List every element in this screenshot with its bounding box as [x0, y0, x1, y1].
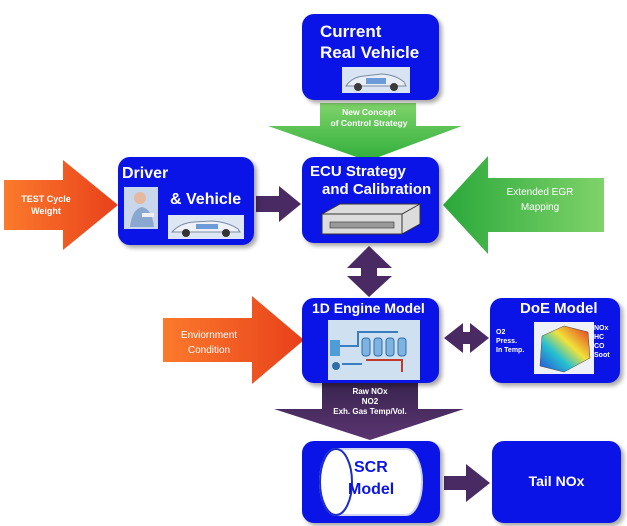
- doe-output-hc: HC: [594, 334, 605, 341]
- extended-egr-arrow: [443, 156, 604, 254]
- extended-egr-line1: Extended EGR: [506, 187, 574, 198]
- engine-model-box: 1D Engine Model: [302, 298, 439, 383]
- driver-title: Driver: [122, 165, 169, 182]
- test-cycle-arrow: [4, 160, 118, 250]
- current-vehicle-subtitle: Real Vehicle: [320, 43, 420, 62]
- doe-model-box: DoE Model O2 Press. In Temp. NOx HC CO S…: [490, 298, 620, 383]
- doe-output-nox: NOx: [594, 325, 609, 332]
- ecu-engine-double-arrow: [347, 246, 392, 297]
- ecu-title: ECU Strategy: [310, 163, 406, 180]
- test-cycle-label: TEST Cycle Weight: [6, 193, 86, 217]
- environment-line1: Enviornment: [180, 330, 238, 341]
- scr-title: SCR: [354, 459, 388, 476]
- new-concept-line1: New Concept: [342, 107, 396, 117]
- doe-outputs: NOx HC CO Soot: [594, 324, 610, 360]
- driver-to-ecu-arrow: [256, 186, 301, 222]
- raw-nox-label: Raw NOx NO2 Exh. Gas Temp/Vol.: [318, 387, 422, 417]
- environment-label: Enviornment Condition: [165, 328, 253, 358]
- raw-nox-arrow: [274, 383, 464, 440]
- doe-surface-icon: [534, 322, 594, 374]
- scr-to-tail-arrow: [444, 464, 490, 502]
- tail-nox-box: Tail NOx: [492, 441, 621, 523]
- scr-subtitle: Model: [348, 481, 395, 498]
- current-vehicle-title: Current: [320, 22, 382, 41]
- doe-output-co: CO: [594, 343, 605, 350]
- ecu-device-icon: [321, 203, 421, 235]
- scr-cylinder-icon: [319, 448, 423, 516]
- doe-input-press: Press.: [496, 338, 518, 345]
- tail-nox-title: Tail NOx: [528, 473, 585, 489]
- ecu-subtitle: and Calibration: [322, 181, 432, 198]
- current-real-vehicle-box: Current Real Vehicle: [302, 14, 439, 100]
- new-concept-arrow: [268, 103, 462, 161]
- test-cycle-line2: Weight: [31, 206, 61, 216]
- vehicle-image-icon: [168, 215, 244, 239]
- doe-model-title: DoE Model: [520, 300, 598, 317]
- new-concept-label: New Concept of Control Strategy: [324, 107, 414, 129]
- engine-schematic-icon: [328, 320, 420, 380]
- extended-egr-line2: Mapping: [520, 202, 560, 213]
- doe-output-soot: Soot: [594, 352, 610, 359]
- doe-input-o2: O2: [496, 329, 506, 336]
- scr-model-box: SCR Model: [302, 441, 440, 523]
- new-concept-line2: of Control Strategy: [330, 118, 408, 128]
- driver-vehicle-box: Driver & Vehicle: [118, 157, 254, 245]
- environment-line2: Condition: [187, 345, 231, 356]
- ecu-strategy-box: ECU Strategy and Calibration: [302, 157, 439, 243]
- extended-egr-label: Extended EGR Mapping: [490, 185, 590, 215]
- doe-input-temp: In Temp.: [496, 347, 525, 354]
- car-image-icon: [342, 67, 410, 93]
- test-cycle-line1: TEST Cycle: [21, 194, 71, 204]
- engine-doe-double-arrow: [444, 323, 489, 353]
- raw-nox-line2: NO2: [361, 397, 379, 406]
- raw-nox-line1: Raw NOx: [352, 387, 388, 396]
- doe-inputs: O2 Press. In Temp.: [496, 328, 524, 355]
- engine-model-title: 1D Engine Model: [312, 300, 425, 316]
- environment-arrow: [163, 296, 304, 384]
- driver-image-icon: [124, 187, 158, 229]
- vehicle-title: & Vehicle: [170, 191, 242, 208]
- raw-nox-line3: Exh. Gas Temp/Vol.: [333, 407, 407, 416]
